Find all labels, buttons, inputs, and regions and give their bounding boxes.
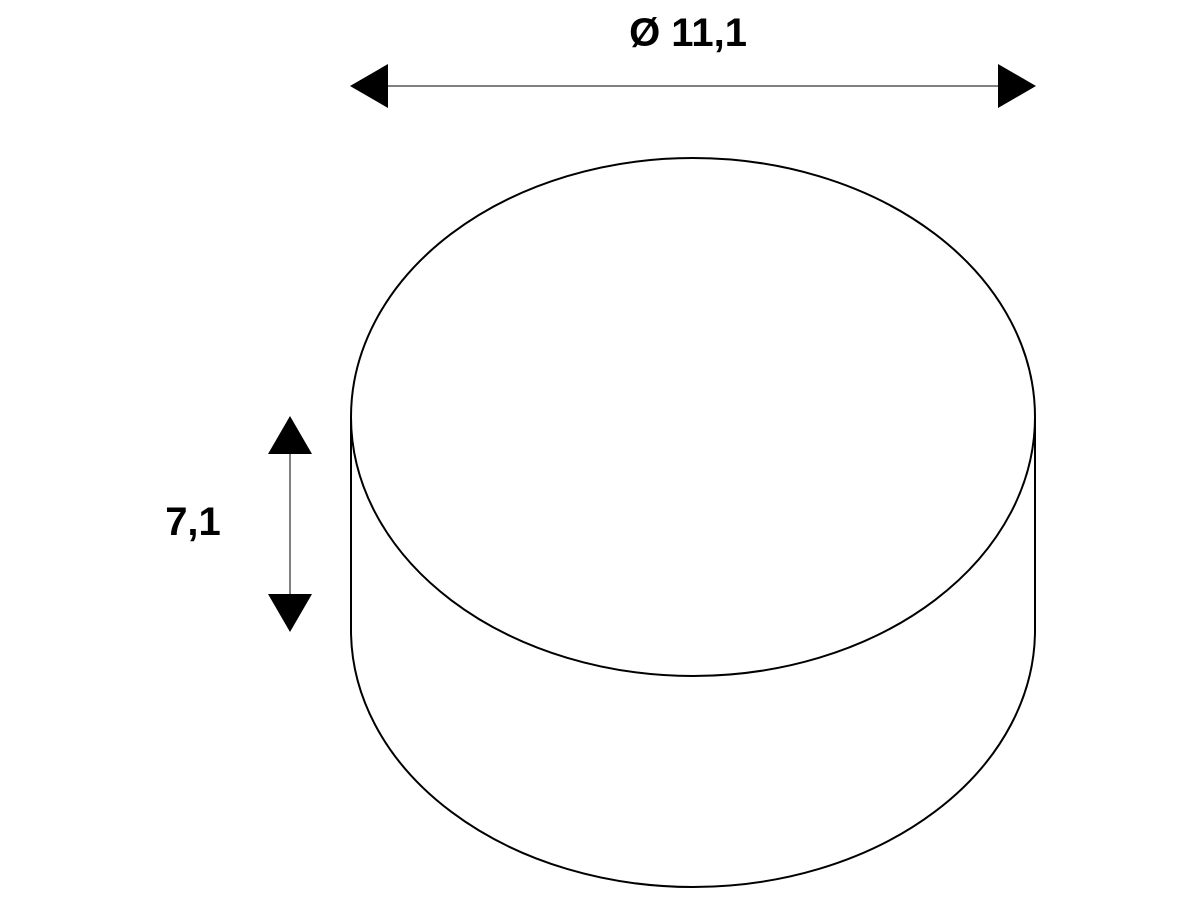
diameter-dimension: Ø 11,1 [350,11,1036,108]
diameter-arrow-right-icon [998,64,1036,108]
diameter-label: Ø 11,1 [629,11,747,55]
diameter-arrow-left-icon [350,64,388,108]
height-arrow-down-icon [268,594,312,632]
cylinder [350,157,1036,888]
height-arrow-up-icon [268,416,312,454]
height-dimension: 7,1 [165,416,312,632]
height-label: 7,1 [165,500,221,544]
cylinder-top-face [350,157,1036,677]
cylinder-side-outline [350,417,1036,888]
